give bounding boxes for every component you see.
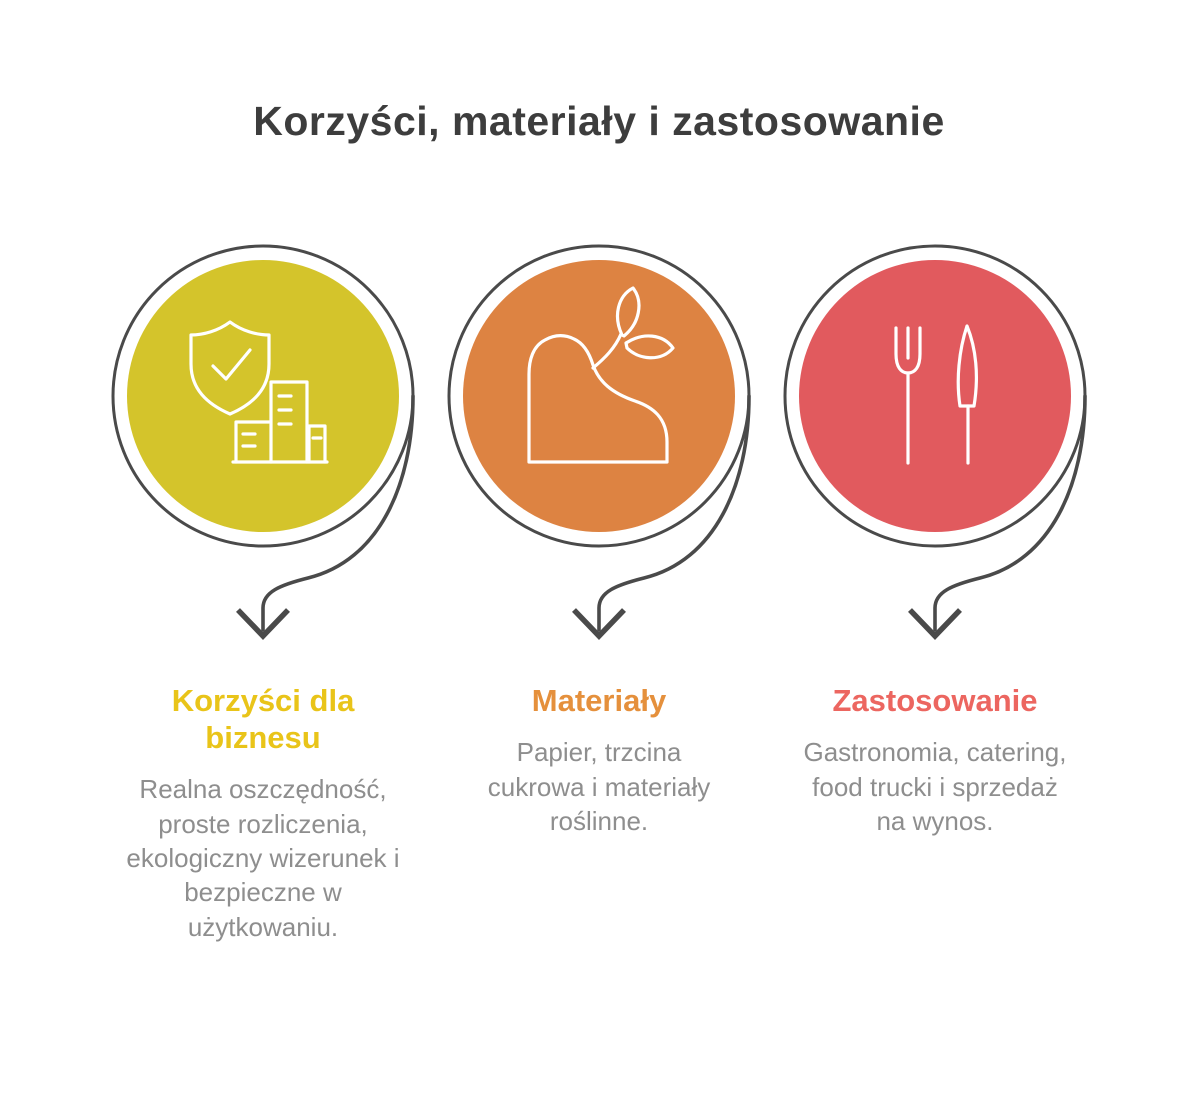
section-benefits: Korzyści dla biznesu Realna oszczędność,… bbox=[63, 236, 463, 944]
down-arrow-icon bbox=[908, 608, 962, 640]
benefits-circle bbox=[127, 260, 399, 532]
down-arrow-icon bbox=[572, 608, 626, 640]
materials-graphic bbox=[447, 244, 751, 640]
benefits-body: Realna oszczędność, proste rozliczenia, … bbox=[126, 774, 400, 942]
section-applications: Zastosowanie Gastronomia, catering, food… bbox=[735, 236, 1135, 838]
page-title: Korzyści, materiały i zastosowanie bbox=[253, 98, 945, 144]
benefits-graphic bbox=[111, 244, 415, 640]
arrow-stem bbox=[597, 394, 751, 632]
arrow-stem bbox=[933, 394, 1087, 632]
applications-heading: Zastosowanie bbox=[832, 683, 1038, 718]
materials-body: Papier, trzcina cukrowa i materiały rośl… bbox=[487, 737, 711, 836]
applications-graphic bbox=[783, 244, 1087, 640]
benefits-heading: Korzyści dla biznesu bbox=[171, 683, 355, 756]
materials-heading: Materiały bbox=[531, 683, 667, 718]
applications-circle bbox=[799, 260, 1071, 532]
down-arrow-icon bbox=[236, 608, 290, 640]
section-materials: Materiały Papier, trzcina cukrowa i mate… bbox=[399, 236, 799, 838]
shield-check-buildings-icon bbox=[189, 320, 329, 464]
fork-knife-icon bbox=[894, 324, 978, 465]
applications-body: Gastronomia, catering, food trucki i spr… bbox=[803, 737, 1067, 836]
arrow-stem bbox=[261, 394, 415, 632]
plant-sprout-icon bbox=[527, 286, 675, 464]
materials-circle bbox=[463, 260, 735, 532]
